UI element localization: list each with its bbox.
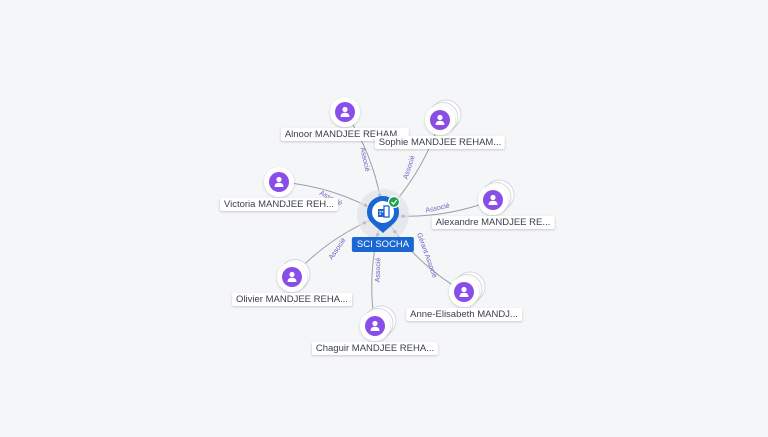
person-icon-body [274,182,284,187]
edge-relation-label-anne: Gérant Associé [415,232,438,279]
node-label-olivier[interactable]: Olivier MANDJEE REHA... [232,293,352,306]
node-label-alexandre[interactable]: Alexandre MANDJEE RE... [431,216,555,229]
node-label-sophie[interactable]: Sophie MANDJEE REHAM... [374,136,506,149]
active-check-icon [387,195,401,209]
person-node-anne[interactable] [449,271,486,307]
center-company-label[interactable]: SCI SOCHA [351,237,415,252]
person-icon-body [435,120,445,125]
person-icon-body [370,326,380,331]
person-node-alnoor[interactable] [330,97,360,127]
person-icon-head [342,106,348,113]
person-icon-head [461,286,467,293]
person-icon-body [459,292,469,297]
person-node-sophie[interactable] [425,99,462,135]
person-icon-head [490,194,496,201]
person-node-olivier[interactable] [277,259,311,293]
edge-relation-label-alnoor: Associé [358,147,370,173]
person-icon-head [289,271,295,278]
person-icon-body [287,277,297,282]
center-company-node[interactable] [357,189,409,241]
edge-relation-label-sophie: Associé [402,155,416,181]
person-node-chaguir[interactable] [360,305,397,341]
node-label-chaguir[interactable]: Chaguir MANDJEE REHA... [311,342,439,355]
person-icon-head [276,176,282,183]
edge-relation-label-olivier: Associé [328,237,348,261]
person-icon-body [488,200,498,205]
person-icon-body [340,112,350,117]
person-icon-head [437,114,443,121]
person-node-alexandre[interactable] [478,179,515,215]
node-label-anne[interactable]: Anne-Elisabeth MANDJ... [406,308,522,321]
node-label-victoria[interactable]: Victoria MANDJEE REH... [219,198,339,211]
company-building-icon [378,205,390,218]
edge-relation-label-chaguir: Associé [375,257,383,282]
edge-relation-label-alexandre: Associé [425,203,451,215]
person-icon-head [372,320,378,327]
person-node-victoria[interactable] [264,167,294,197]
